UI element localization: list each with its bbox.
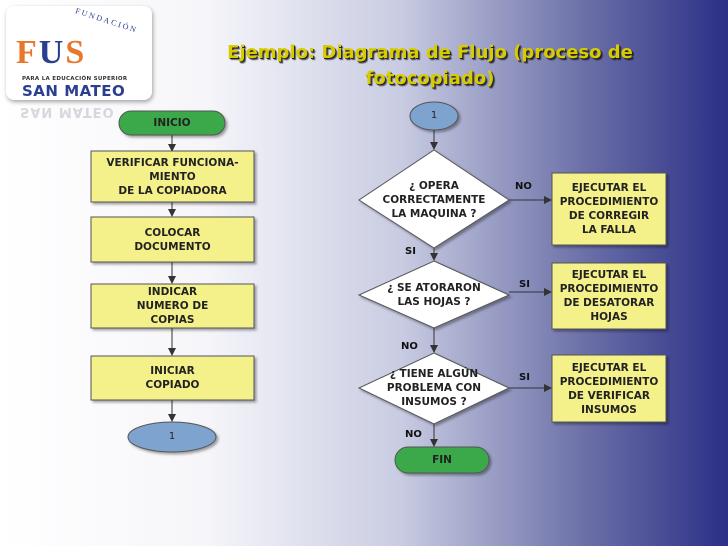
start-terminal (118, 110, 226, 136)
decision-atoraron (357, 260, 511, 329)
process-colocar (90, 216, 255, 263)
q-opera-label: ¿ OPERA CORRECTAMENTE LA MAQUINA ? (382, 180, 486, 220)
end-label: FIN (432, 454, 452, 466)
verificar-label: VERIFICAR FUNCIONA- MIENTO DE LA COPIADO… (106, 156, 239, 197)
edge-label-insumos-no: NO (405, 429, 422, 440)
fix-hojas-label: EJECUTAR EL PROCEDIMIENTO DE DESATORAR H… (559, 269, 659, 323)
connector-in (409, 101, 459, 131)
process-fix-insumos (551, 354, 667, 423)
edge-label-insumos-si: SI (519, 372, 530, 383)
process-indicar (90, 283, 255, 329)
slide-title: Ejemplo: Diagrama de Flujo (proceso de f… (190, 40, 670, 92)
iniciar-label: INICIAR COPIADO (145, 365, 200, 391)
logo-name: SAN MATEO (22, 82, 126, 100)
indicar-label: INDICAR NUMERO DE COPIAS (136, 286, 209, 326)
fus-logo: FUNDACIÓN FUS PARA LA EDUCACIÓN SUPERIOR… (6, 6, 152, 100)
edge-label-atoraron-no: NO (401, 341, 418, 352)
connector-out (127, 421, 217, 453)
colocar-label: COLOCAR DOCUMENTO (134, 226, 211, 253)
decision-insumos (357, 352, 511, 425)
edge-label-opera-no: NO (515, 181, 532, 192)
process-fix-falla (551, 172, 667, 246)
end-terminal (394, 446, 490, 474)
connector-in-label: 1 (430, 110, 438, 121)
title-line-2: fotocopiado) (365, 68, 495, 89)
q-insumos-label: ¿ TIENE ALGÚN PROBLEMA CON INSUMOS ? (386, 368, 482, 408)
process-iniciar (90, 355, 255, 401)
logo-subtitle: PARA LA EDUCACIÓN SUPERIOR (22, 76, 128, 82)
start-label: INICIO (153, 117, 191, 129)
fix-insumos-label: EJECUTAR EL PROCEDIMIENTO DE VERIFICAR I… (559, 361, 659, 416)
edge-label-atoraron-si: SI (519, 279, 530, 290)
q-atoraron-label: ¿ SE ATORARON LAS HOJAS ? (387, 282, 481, 308)
title-line-1: Ejemplo: Diagrama de Flujo (proceso de (227, 42, 633, 63)
edge-label-opera-si: SI (405, 246, 416, 257)
connector-out-label: 1 (168, 431, 176, 442)
fix-falla-label: EJECUTAR EL PROCEDIMIENTO DE CORREGIR LA… (559, 182, 659, 236)
decision-opera (358, 149, 510, 249)
process-fix-hojas (551, 262, 667, 330)
process-verificar (90, 150, 255, 203)
logo-brand: FUS (16, 34, 87, 71)
